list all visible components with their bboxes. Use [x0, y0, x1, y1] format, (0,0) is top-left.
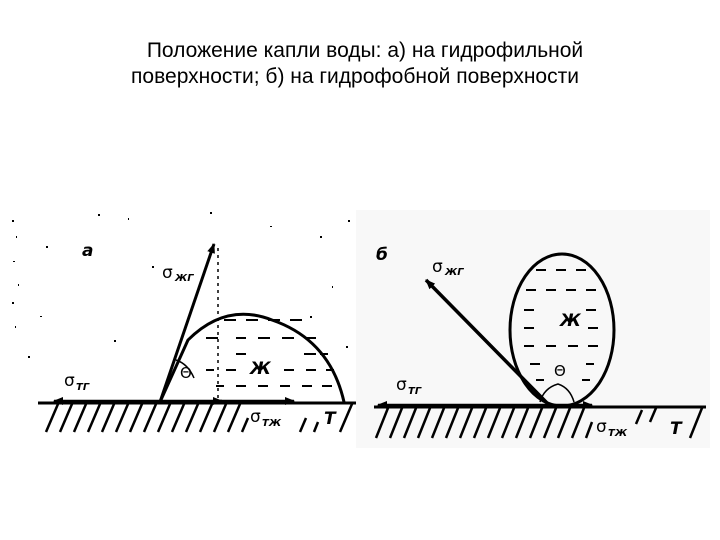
sigma-lg-symbol: σ [162, 263, 173, 283]
theta-label-a: Θ [180, 364, 192, 382]
panel-a-letter: а [82, 241, 93, 261]
sigma-sl-sub: ТЖ [262, 418, 282, 429]
surface-hatching-b [374, 407, 704, 439]
sigma-sg-symbol-b: σ [396, 375, 407, 395]
sigma-sg-symbol: σ [64, 371, 75, 391]
sigma-lg-sub-b: ЖГ [444, 267, 464, 278]
sigma-lg-symbol-b: σ [432, 257, 443, 277]
panel-b-letter: б [376, 245, 388, 265]
solid-label-a: Т [324, 409, 337, 429]
sigma-lg-arrow-b [424, 278, 550, 406]
liquid-dashes-b [524, 269, 598, 381]
title-line-2: поверхности; б) на гидрофобной поверхнос… [131, 65, 579, 88]
liquid-dashes [206, 319, 334, 387]
liquid-label-b: Ж [559, 311, 582, 331]
sigma-sl-sub-b: ТЖ [608, 428, 628, 439]
title-line-1: Положение капли воды: а) на гидрофильной [146, 39, 584, 62]
scan-speckles [12, 212, 350, 358]
diagram-hydrophobic-svg: б Ж Θ σ ЖГ σ ТГ σ ТЖ Т [374, 245, 706, 439]
theta-label-b: Θ [554, 362, 566, 380]
liquid-label-a: Ж [249, 359, 272, 379]
surface-hatching-a [44, 403, 354, 433]
sigma-sl-symbol: σ [250, 407, 261, 427]
sigma-lg-sub: ЖГ [174, 273, 194, 284]
slide-title: Положение капли воды: а) на гидрофильной… [0, 38, 720, 90]
contact-angle-arc-b [539, 383, 575, 403]
contact-angle-arc [175, 359, 195, 379]
diagram-hydrophilic-svg: а Ж σ ЖГ Θ σ ТГ [12, 212, 356, 433]
sigma-lg-arrow [158, 243, 216, 403]
sigma-sl-symbol-b: σ [596, 417, 607, 437]
diagram-hydrophilic: а Ж σ ЖГ Θ σ ТГ [10, 206, 356, 444]
solid-label-b: Т [670, 419, 683, 439]
diagram-hydrophobic: б Ж Θ σ ЖГ σ ТГ σ ТЖ Т [356, 210, 710, 448]
sigma-sg-sub: ТГ [76, 382, 90, 393]
sigma-sg-sub-b: ТГ [408, 386, 422, 397]
